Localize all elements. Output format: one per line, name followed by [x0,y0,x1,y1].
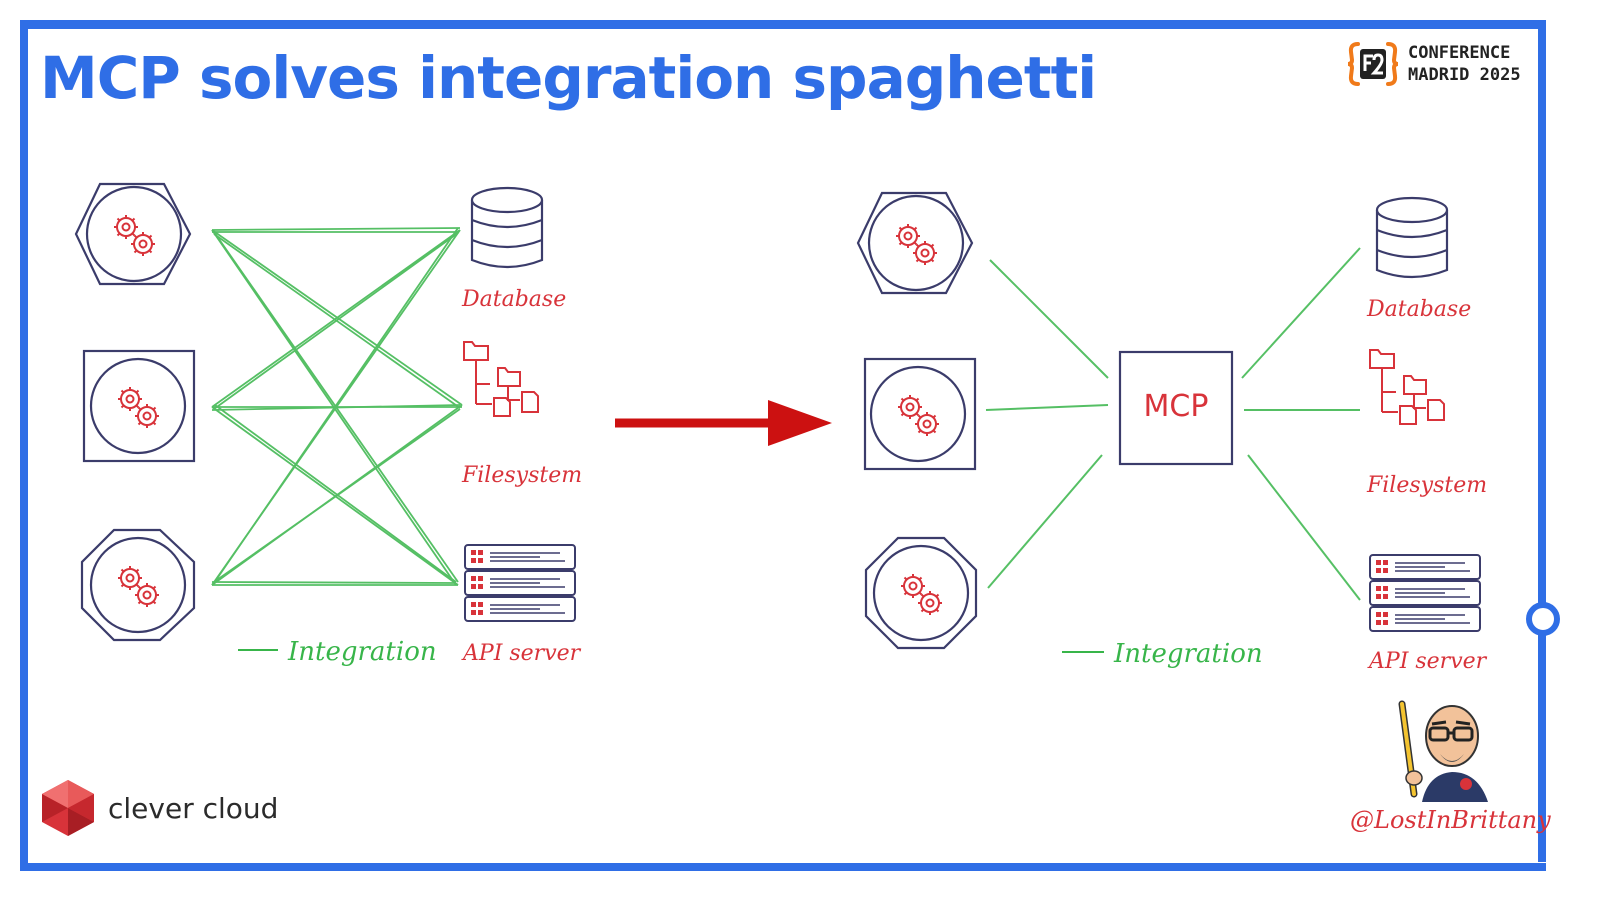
left-integration-lines [211,227,463,586]
avatar [1398,700,1488,802]
right-client-hexagon [856,191,974,295]
curly-brace-f2-logo-icon [1347,42,1399,86]
database-icon [470,186,544,269]
left-client-hexagon [74,182,192,286]
right-api-server-label: API server [1367,649,1488,674]
left-database-label: Database [461,287,566,312]
clever-cloud-logo-icon [42,780,94,836]
left-api-server-label: API server [461,641,582,666]
left-client-square [82,349,196,463]
server-icon [464,544,576,622]
right-integration-lines [985,247,1361,601]
right-legend-label: Integration [1113,639,1263,669]
twitter-handle: @LostInBrittany [1350,806,1551,834]
left-legend-label: Integration [287,637,437,667]
conference-line-1: CONFERENCE [1408,43,1511,63]
right-database-label: Database [1366,297,1471,322]
right-filesystem-label: Filesystem [1366,473,1487,498]
slide-frame-right-edge-lower [1538,632,1546,862]
filesystem-icon [1369,349,1445,425]
conference-badge: CONFERENCE MADRID 2025 [1346,40,1521,88]
brand-name: clever cloud [108,791,279,825]
slide-frame [20,20,1546,871]
slide-frame-dot [1526,602,1560,636]
slide-frame-right-edge [1538,20,1546,612]
filesystem-icon [463,341,539,417]
mcp-hub-label: MCP [1144,389,1209,424]
right-client-square [863,357,977,471]
server-icon [1369,554,1481,632]
slide-title: MCP solves integration spaghetti [40,44,1097,112]
left-client-octagon [80,528,196,642]
mcp-hub: MCP [1118,350,1234,466]
right-client-octagon [864,536,978,650]
transition-arrow [615,400,832,446]
database-icon [1375,196,1449,279]
brand-logo: clever cloud [40,778,278,838]
left-filesystem-label: Filesystem [461,463,582,488]
conference-line-2: MADRID 2025 [1408,65,1521,85]
